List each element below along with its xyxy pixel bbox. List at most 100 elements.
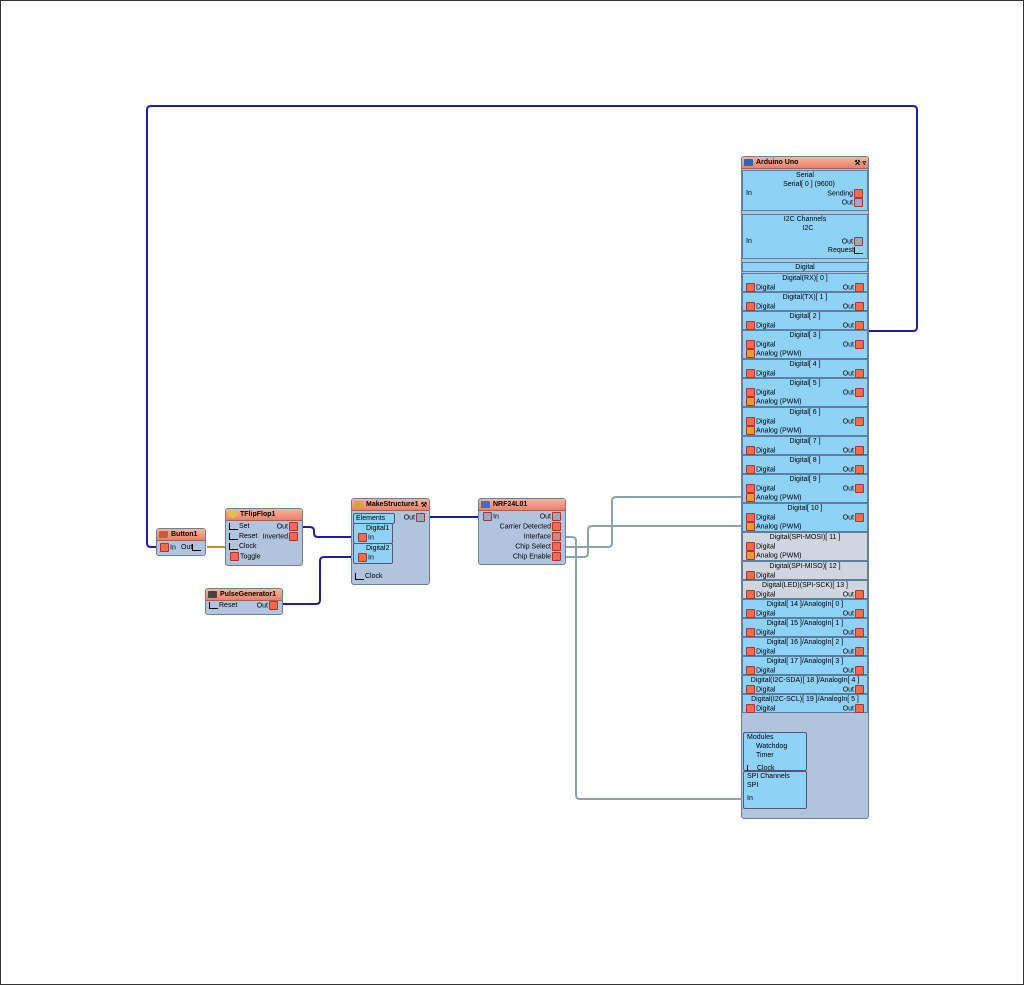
pulse-header[interactable]: PulseGenerator1 [206,589,282,601]
i2c-sub: I2C [802,225,814,232]
digital-in-pin-icon [746,283,755,292]
digital-in-pin-icon [746,417,755,426]
digital-channel-name: Digital[ 17 ]/AnalogIn[ 3 ] [766,658,844,665]
tools-icon[interactable]: ⚒ [420,502,427,509]
digital-out-pin-icon [855,369,864,378]
analog-pin-icon [746,426,755,435]
digital-in-pin-icon [746,302,755,311]
digital-out-label: Out [842,418,854,426]
flipflop-icon [228,511,237,518]
pulsegenerator-component[interactable]: PulseGenerator1 Reset Out [205,588,283,615]
button-component[interactable]: Button1 In Out [156,528,206,556]
digital-out-label: Out [842,447,854,455]
digital-channel-17[interactable]: Digital[ 17 ]/AnalogIn[ 3 ] Digital Out [742,656,868,675]
button-header[interactable]: Button1 [157,529,205,541]
digital-channel-19[interactable]: Digital(I2C-SCL)[ 19 ]/AnalogIn[ 5 ]Digi… [742,694,868,713]
digital-channel-name: Digital(RX)[ 0 ] [782,275,828,282]
digital-in-label: Digital [756,667,776,675]
arduino-uno-component[interactable]: Arduino Uno⚒ ▿ Serial Serial[ 0 ] (9600)… [741,156,869,819]
digital1-label: Digital1 [366,525,390,532]
digital-in-pin-icon [746,590,755,599]
digital-in-pin-icon [746,369,755,378]
watchdog-label: Watchdog Timer [756,743,788,759]
digital-out-label: Out [842,667,854,675]
makestructure-component[interactable]: MakeStructure1⚒ Elements Digital1 In Dig… [351,498,430,585]
button-in-label: In [170,544,176,552]
out-pin-icon [552,512,561,521]
analog-pwm-label: Analog (PWM) [756,494,802,502]
digital-in-pin-icon [746,388,755,397]
digital-channel-name: Digital[ 4 ] [789,361,821,368]
spi-sub: SPI [747,782,759,789]
arduino-header[interactable]: Arduino Uno ⚒ ▿ [742,157,868,169]
elements-label: Elements [356,515,386,522]
digital-in-label: Digital [756,543,776,551]
tff-clock-label: Clock [239,543,257,550]
tflipflop-title: TFlipFlop1 [240,511,276,518]
digital-in-pin-icon [746,647,755,656]
pulse-title: PulseGenerator1 [220,591,277,598]
digital-channel-name: Digital(SPI-MISO)[ 12 ] [769,563,841,570]
digital-out-label: Out [842,303,854,311]
toggle-pin-icon [230,552,239,561]
digital-out-pin-icon [855,704,864,713]
pulse-icon [208,591,217,598]
out-pin-icon [269,601,278,610]
analog-pin-icon [746,493,755,502]
nrf24l01-component[interactable]: NRF24L01 In Out Carrier Detected Interfa… [478,498,566,565]
clock-pin-icon [229,542,238,550]
nrf-title: NRF24L01 [493,501,528,508]
i2c-request-label: Request [827,247,854,254]
makestructure-header[interactable]: MakeStructure1⚒ [352,499,429,511]
carrier-pin-icon [552,522,561,531]
tflipflop-component[interactable]: TFlipFlop1 Set Reset Clock Toggle Out In… [225,508,303,566]
digital-section-header: Digital [742,262,868,272]
digital-out-label: Out [842,705,854,713]
digital-channel-18[interactable]: Digital(I2C-SDA)[ 18 ]/AnalogIn[ 4 ]Digi… [742,675,868,694]
digital1-element[interactable]: Digital1 In [353,523,393,544]
digital-in-label: Digital [756,466,776,474]
spi-in-label: In [747,795,753,802]
digital-out-pin-icon [855,388,864,397]
arduino-title: Arduino Uno [756,159,799,166]
serial-in-label: In [746,190,752,197]
digital-channel-12[interactable]: Digital(SPI-MISO)[ 12 ]Digital [742,561,868,580]
clock-pin-icon [192,543,202,551]
digital-channel-name: Digital[ 6 ] [789,409,821,416]
digital-out-label: Out [842,284,854,292]
digital-out-label: Out [842,591,854,599]
digital-in-label: Digital [756,389,776,397]
tflipflop-header[interactable]: TFlipFlop1 [226,509,302,521]
digital2-element[interactable]: Digital2 In [353,543,393,564]
digital-out-pin-icon [855,647,864,656]
sending-pin-icon [854,189,863,198]
digital-out-pin-icon [855,340,864,349]
tools-icon[interactable]: ⚒ ▿ [854,160,866,167]
digital-out-pin-icon [855,484,864,493]
nrf-header[interactable]: NRF24L01 [479,499,565,511]
digital-out-pin-icon [855,513,864,522]
digital-in-pin-icon [746,666,755,675]
ms-clock-label: Clock [365,573,383,580]
serial-title: Serial [796,172,814,179]
digital-in-pin-icon [746,685,755,694]
i2c-in-label: In [746,238,752,245]
digital-channel-name: Digital[ 8 ] [789,457,821,464]
chipselect-pin-icon [552,542,561,551]
